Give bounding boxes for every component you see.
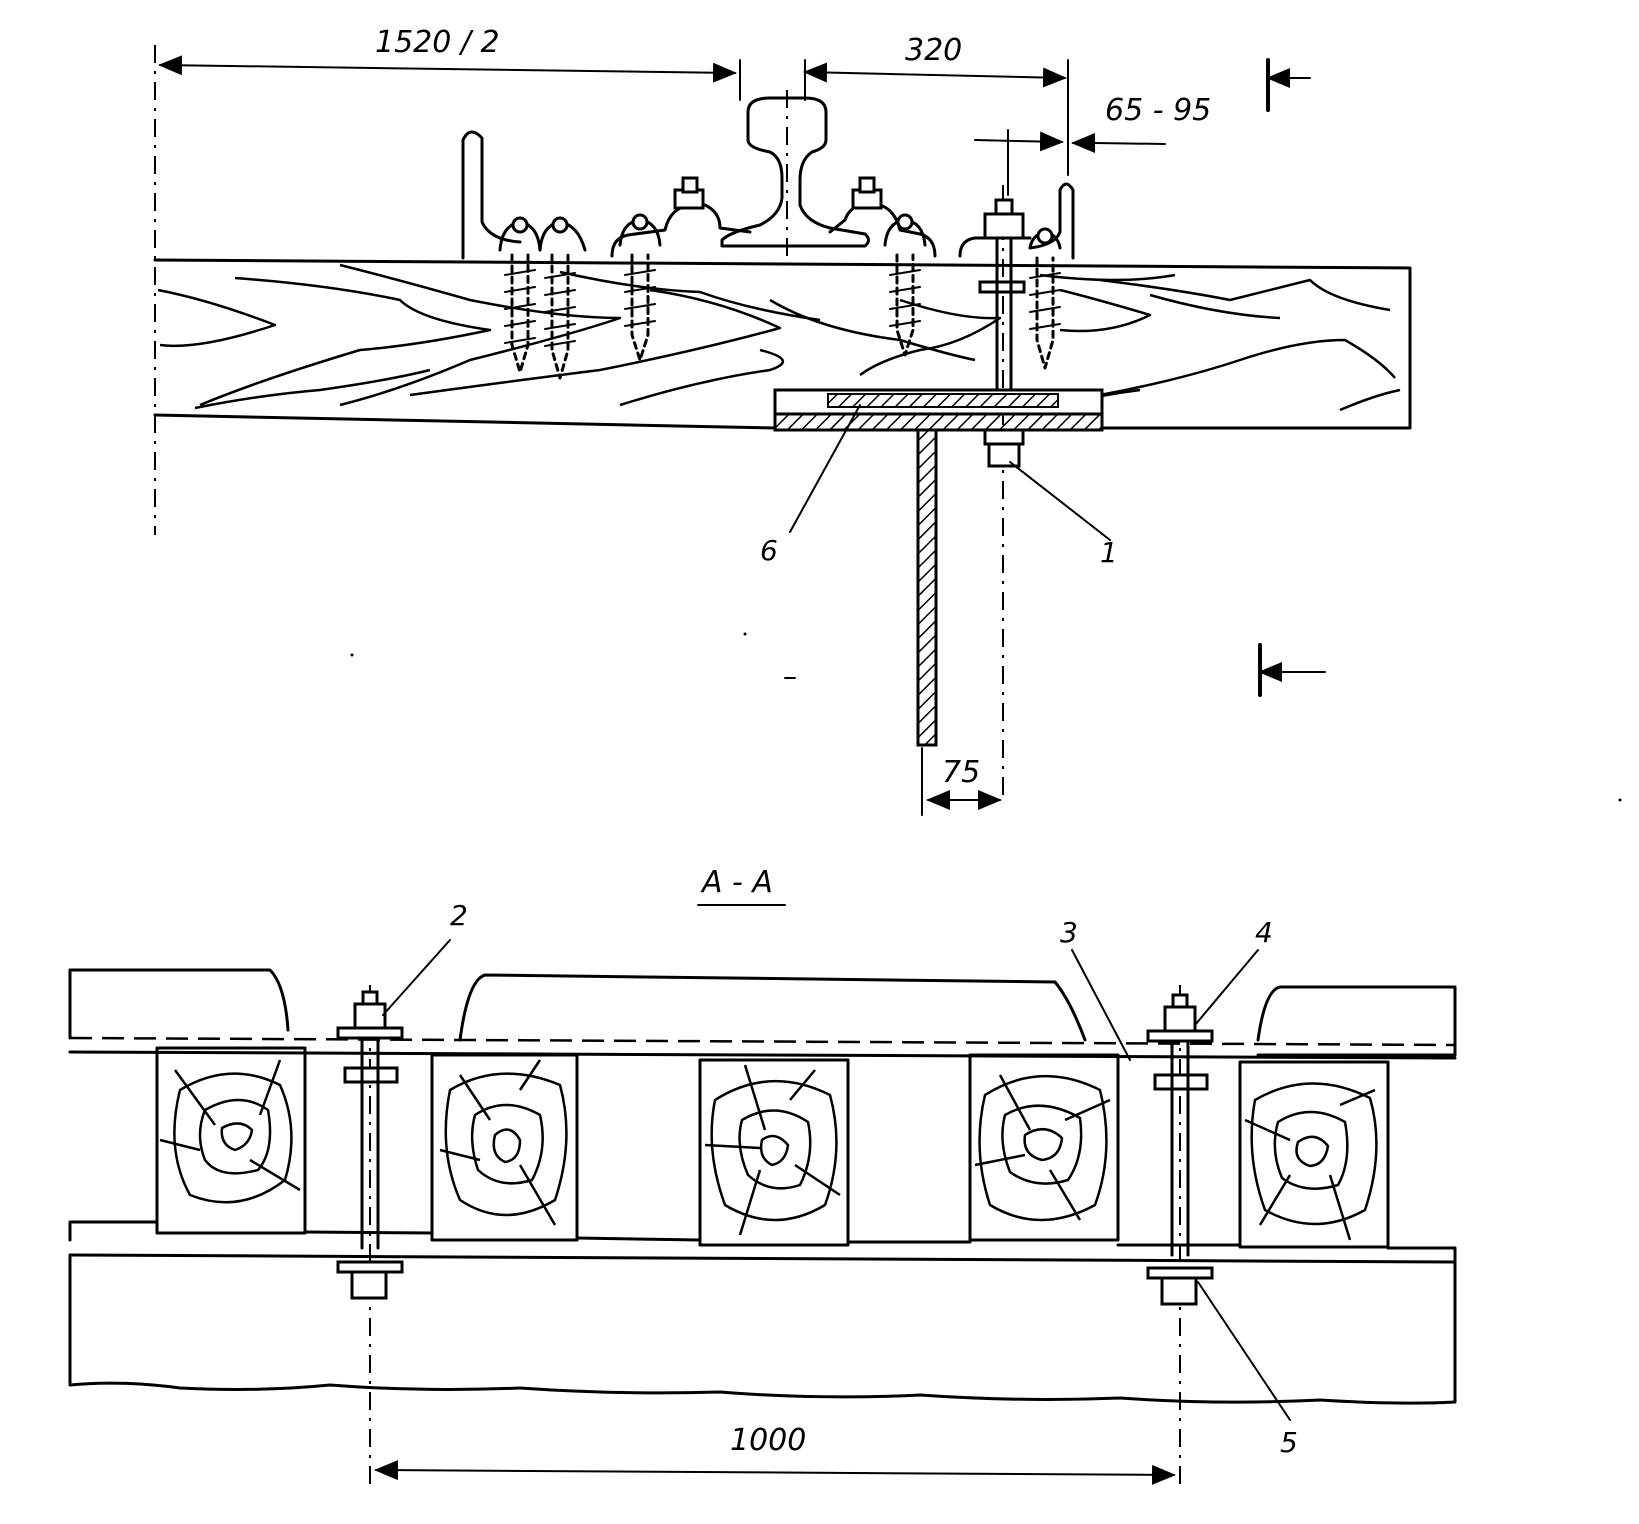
transverse-section: 1520 / 2 320 65 - 95: [153, 25, 1622, 816]
dimension-guard-gap: 65 - 95: [974, 93, 1211, 196]
bolt-right: [1146, 985, 1214, 1490]
bolt-left: [336, 985, 404, 1490]
guard-gap-label: 65 - 95: [1105, 93, 1211, 128]
callout-3: 3: [1060, 916, 1078, 949]
lower-steel-plate: [773, 412, 1104, 432]
callout-1: 1: [1100, 536, 1118, 569]
screw-spike-2: [538, 216, 587, 380]
vertical-anchor-plate: [916, 428, 938, 747]
rail-plate-left: [610, 176, 752, 258]
foundation-beam: [68, 1253, 1457, 1405]
right-guard-angle: [1028, 182, 1075, 260]
rail: [720, 90, 870, 258]
section-cut-marker-bottom: [1258, 643, 1326, 697]
dimension-rail-to-guard: 320: [803, 33, 1069, 176]
sleeper-section-5: [1238, 1060, 1390, 1249]
dimension-half-gauge: 1520 / 2: [158, 25, 741, 101]
timber-sleeper: [153, 258, 1412, 430]
callout-2: 2: [450, 899, 468, 932]
through-bolt: [958, 185, 1032, 800]
section-a-a: A - A: [68, 865, 1457, 1490]
sleeper-section-4: [968, 1053, 1120, 1242]
sleeper-section-2: [430, 1053, 579, 1242]
rail-to-guard-label: 320: [905, 33, 962, 68]
bolt-spacing-label: 1000: [730, 1423, 806, 1458]
guard-angle-mid-segment: [458, 973, 1087, 1042]
guard-angle-right-segment: [1256, 985, 1457, 1057]
half-gauge-label: 1520 / 2: [375, 25, 500, 60]
dimension-bolt-offset: 75: [921, 747, 1002, 816]
lower-angle-flange: [68, 1220, 1457, 1264]
callout-6: 6: [760, 534, 778, 567]
callout-4: 4: [1255, 916, 1273, 949]
screw-spike-3: [618, 213, 662, 362]
section-a-a-title: A - A: [700, 865, 773, 900]
rail-plate-right: [828, 176, 937, 258]
section-cut-marker-top: [1266, 58, 1311, 112]
screw-spike-5: [1028, 227, 1062, 370]
callout-5: 5: [1280, 1426, 1298, 1459]
screw-spike-4: [883, 213, 927, 357]
bolt-offset-label: 75: [942, 755, 980, 790]
steel-plates: [773, 388, 1104, 432]
guard-angle-left-segment: [68, 968, 290, 1040]
left-guard-angle: [461, 130, 522, 260]
sleeper-section-3: [698, 1058, 850, 1247]
screw-spike-1: [498, 216, 542, 374]
sleeper-section-1: [155, 1046, 307, 1235]
dimension-bolt-spacing: 1000: [374, 1423, 1176, 1485]
